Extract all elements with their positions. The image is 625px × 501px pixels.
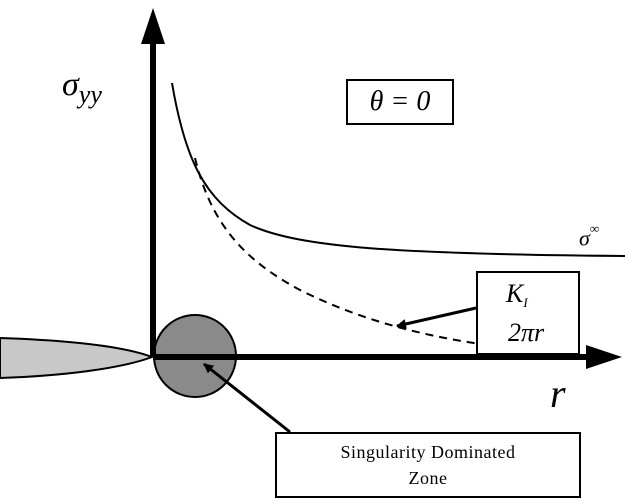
y-axis-label-subscript: yy [78,80,102,109]
crack-shape [0,336,155,380]
y-axis-label: σyy [62,66,102,108]
stress-intensity-formula-box: KI 2πr [476,271,580,355]
x-axis-label: r [550,371,566,416]
singularity-zone-box: Singularity Dominated Zone [275,432,581,498]
singularity-zone-label-line2: Zone [408,468,448,488]
singular-curve-dashed [194,157,481,345]
formula-numerator-symbol: K [506,279,524,308]
far-field-symbol: σ [579,225,590,251]
ki-pointer-arrow [396,306,477,329]
formula-numerator: KI [506,279,528,310]
theta-condition-box: θ = 0 [346,79,454,125]
far-field-stress-label: σ∞ [579,222,599,251]
x-axis-arrowhead [586,345,622,369]
far-field-superscript: ∞ [589,221,600,236]
stress-curve-solid [171,82,625,257]
y-axis-arrowhead [141,8,165,44]
theta-condition-label: θ = 0 [369,86,431,117]
y-axis-label-symbol: σ [62,66,79,103]
zone-pointer-arrow [203,362,291,434]
singularity-zone-label-line1: Singularity Dominated [340,442,516,462]
formula-denominator: 2πr [508,318,545,347]
formula-numerator-subscript: I [523,295,528,310]
